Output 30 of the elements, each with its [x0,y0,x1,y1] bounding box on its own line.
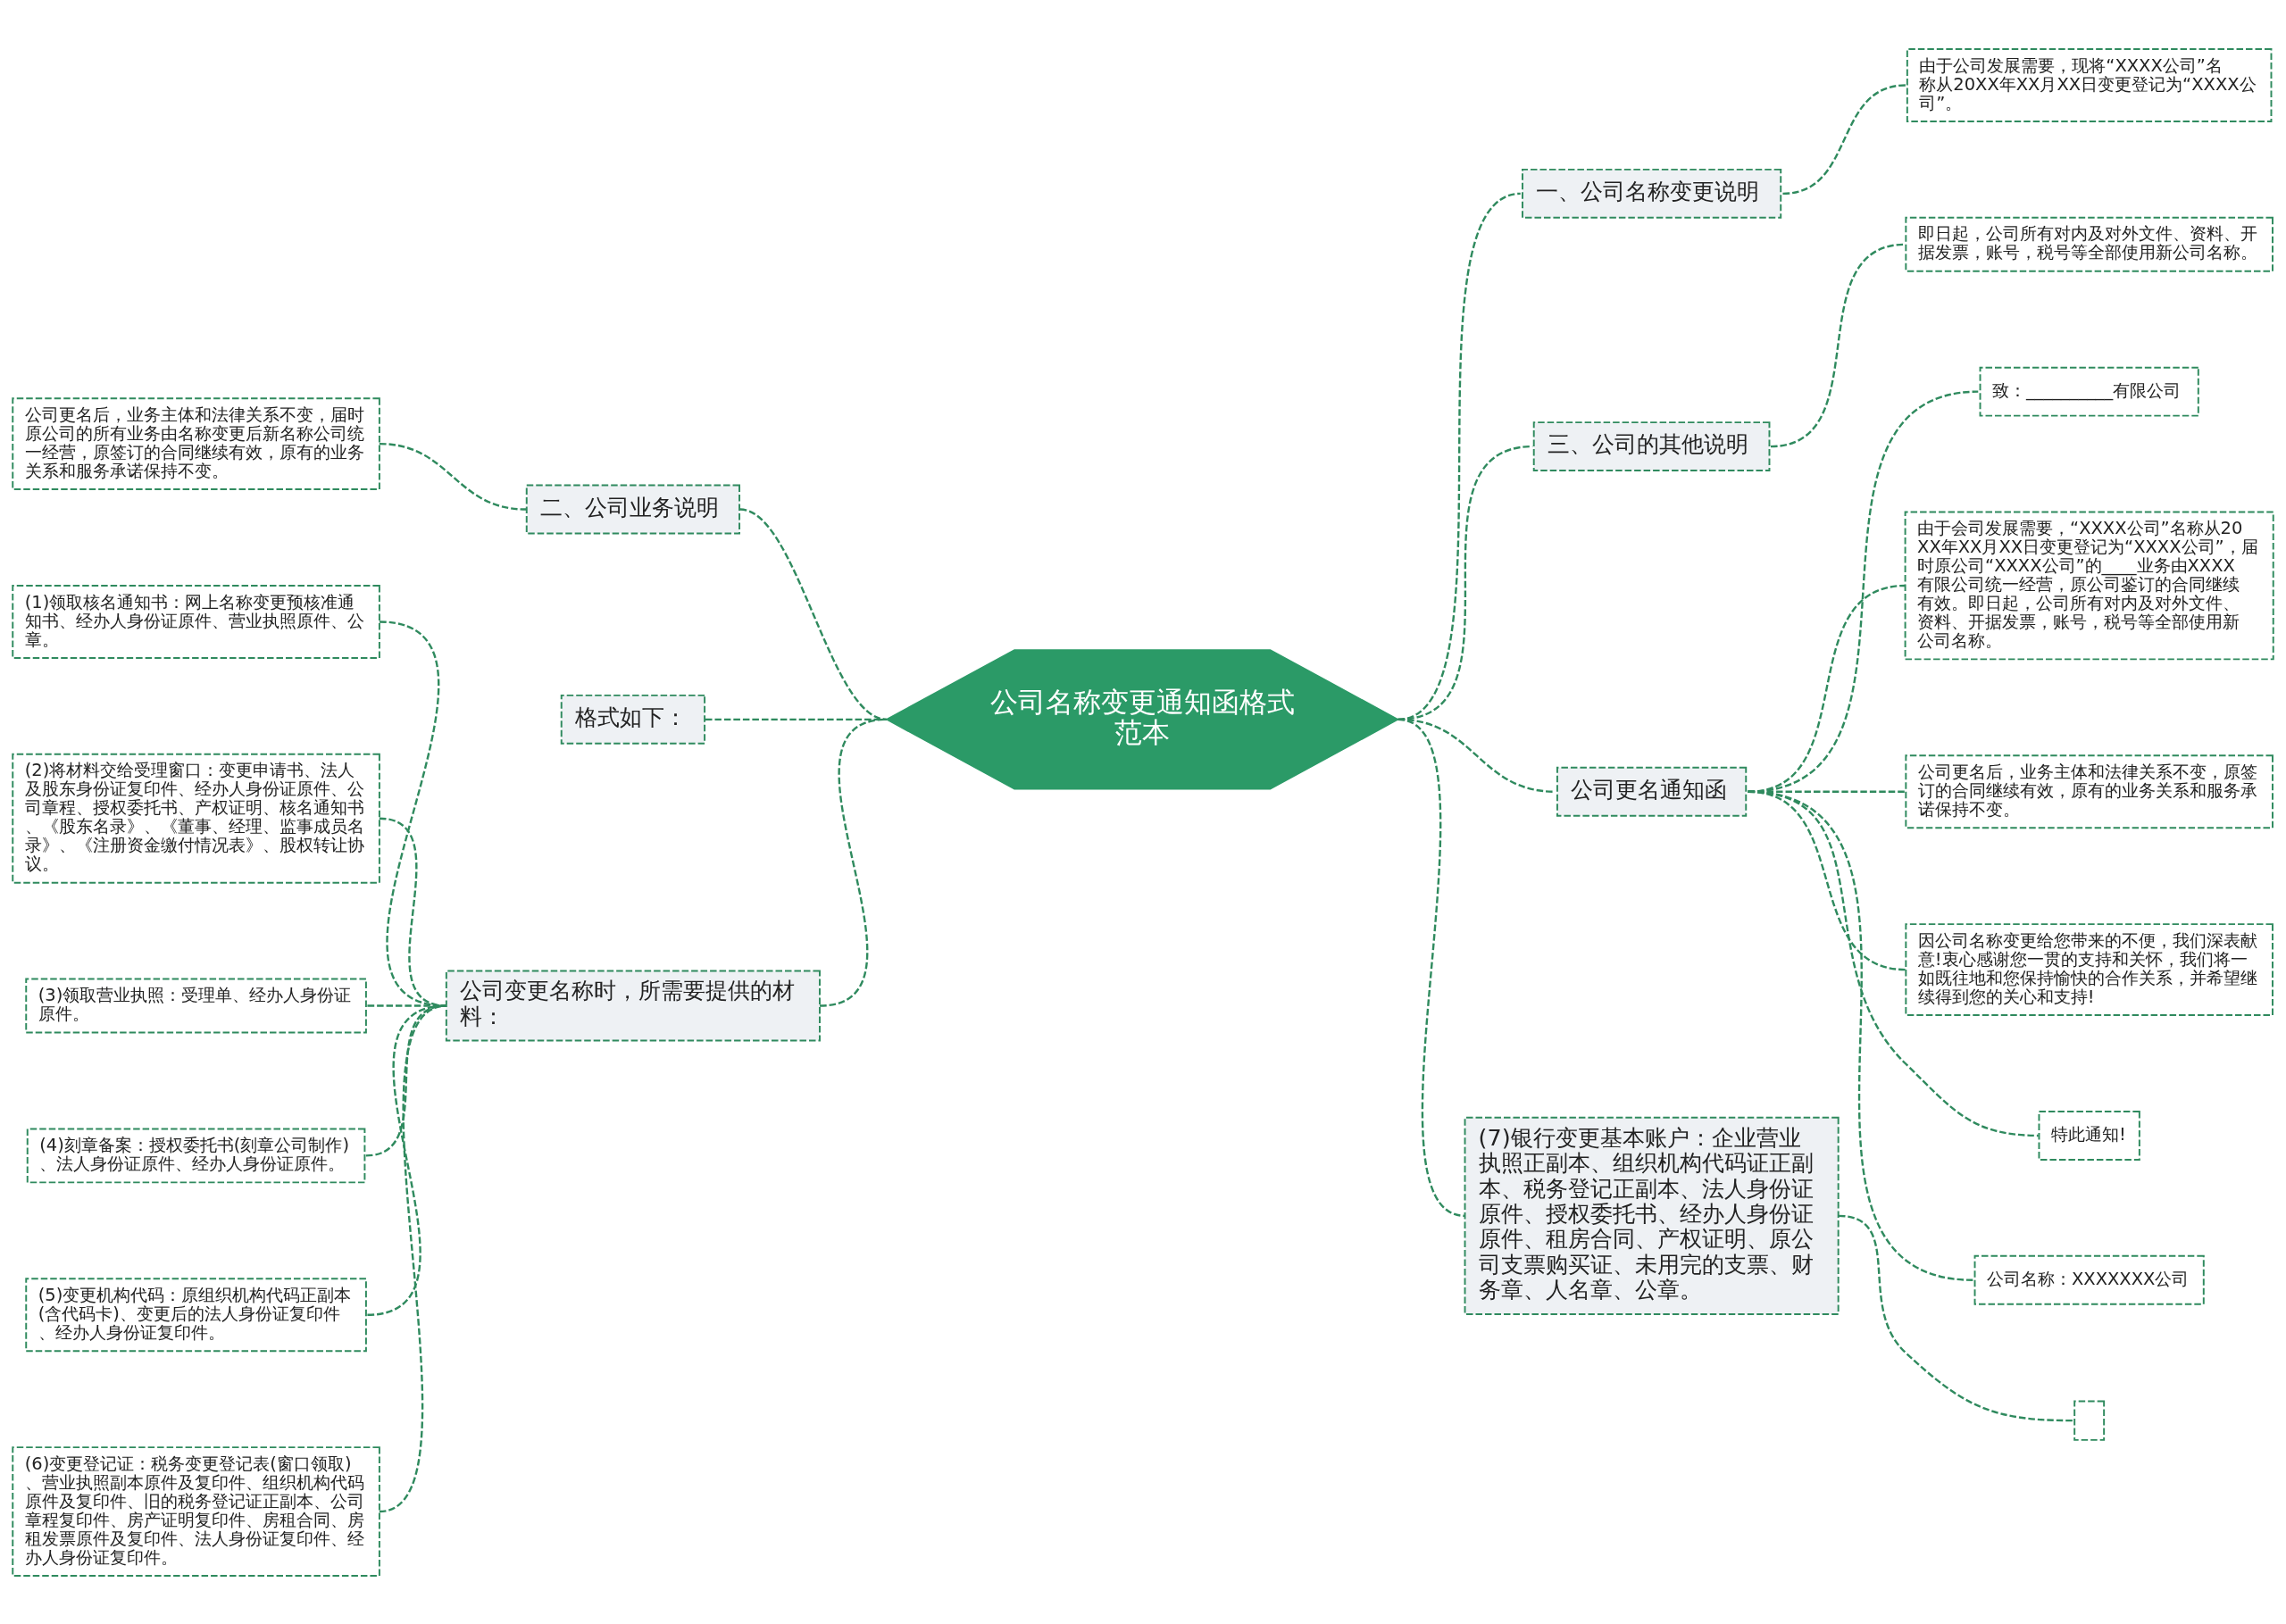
node-box: (2)将材料交给受理窗口：变更申请书、法人及股东身份证复印件、经办人身份证原件、公司章程、授权委托书、产权证明、核名通知书、《股东名录》、《董事、经理、监事成员名录》、《注册资金缴付情况表》、股权转让协议。 [12,753,380,884]
node-box: (5)变更机构代码：原组织机构代码正副本(含代码卡)、变更后的法人身份证复印件、经办人身份证复印件。 [25,1277,367,1352]
node-box: 致：__________有限公司 [1979,366,2199,417]
connector [1782,83,1906,195]
connector [1397,718,1465,1217]
node-box: 公司更名后，业务主体和法律关系不变，届时原公司的所有业务由名称变更后新名称公司统一经营，原签订的合同继续有效，原有的业务关系和服务承诺保持不变。 [12,396,380,490]
connector [1748,790,1973,1281]
node-box: (1)领取核名通知书：网上名称变更预核准通知书、经办人身份证原件、营业执照原件、公章。 [12,584,380,659]
node-box [2073,1399,2106,1441]
node-box: 二、公司业务说明 [525,484,741,534]
node-box: (4)刻章备案：授权委托书(刻章公司制作)、法人身份证原件、经办人身份证原件。 [26,1127,366,1183]
connector [1838,1214,2073,1421]
node-box: 格式如下： [560,694,706,745]
node-box: 由于会司发展需要，“XXXX公司”名称从20XX年XX月XX日变更登记为“XXXX公司”，届时原公司“XXXX公司”的____业务由XXXX有限公司统一经营，原公司鉴订的合同继续有效。即日起，公司所有对内及对外文件、资料、开据发票，账号，税号等全部使用新公司名称。 [1904,511,2274,660]
node-box: (6)变更登记证：税务变更登记表(窗口领取)、营业执照副本原件及复印件、组织机构代码原件及复印件、旧的税务登记证正副本、公司章程复印件、房产证明复印件、房租合同、房租发票原件及复印件、法人身份证复印件、经办人身份证复印件。 [12,1445,380,1577]
node-box: 公司名称：XXXXXXX公司 [1973,1254,2205,1305]
node-box: 公司变更名称时，所需要提供的材料： [445,970,821,1041]
node-box: 公司更名通知函 [1556,766,1748,817]
node-box: 即日起，公司所有对内及对外文件、资料、开据发票，账号，税号等全部使用新公司名称。 [1905,216,2273,272]
node-box: (3)领取营业执照：受理单、经办人身份证原件。 [25,978,367,1033]
node-box: (7)银行变更基本账户：企业营业执照正副本、组织机构代码证正副本、税务登记正副本、法人身份证原件、授权委托书、经办人身份证原件、租房合同、产权证明、原公司支票购买证、未用完的支票、财务章、人名章、公章。 [1464,1116,1840,1315]
connector [705,718,887,720]
node-box: 因公司名称变更给您带来的不便，我们深表献意!衷心感谢您一贯的支持和关怀，我们将一如既往地和您保持愉快的合作关系，并希望继续得到您的关心和支持! [1905,922,2273,1016]
node-box: 由于公司发展需要，现将“XXXX公司”名称从20XX年XX月XX日变更登记为“XXXX公司”。 [1906,47,2273,122]
node-box: 三、公司的其他说明 [1532,421,1771,471]
node-box: 一、公司名称变更说明 [1522,168,1782,219]
node-box: 特此通知! [2038,1110,2140,1161]
connector [379,442,527,511]
node-box: 公司更名后，业务主体和法律关系不变，原签订的合同继续有效，原有的业务关系和服务承诺保持不变。 [1905,754,2273,829]
connector [1770,243,1906,447]
